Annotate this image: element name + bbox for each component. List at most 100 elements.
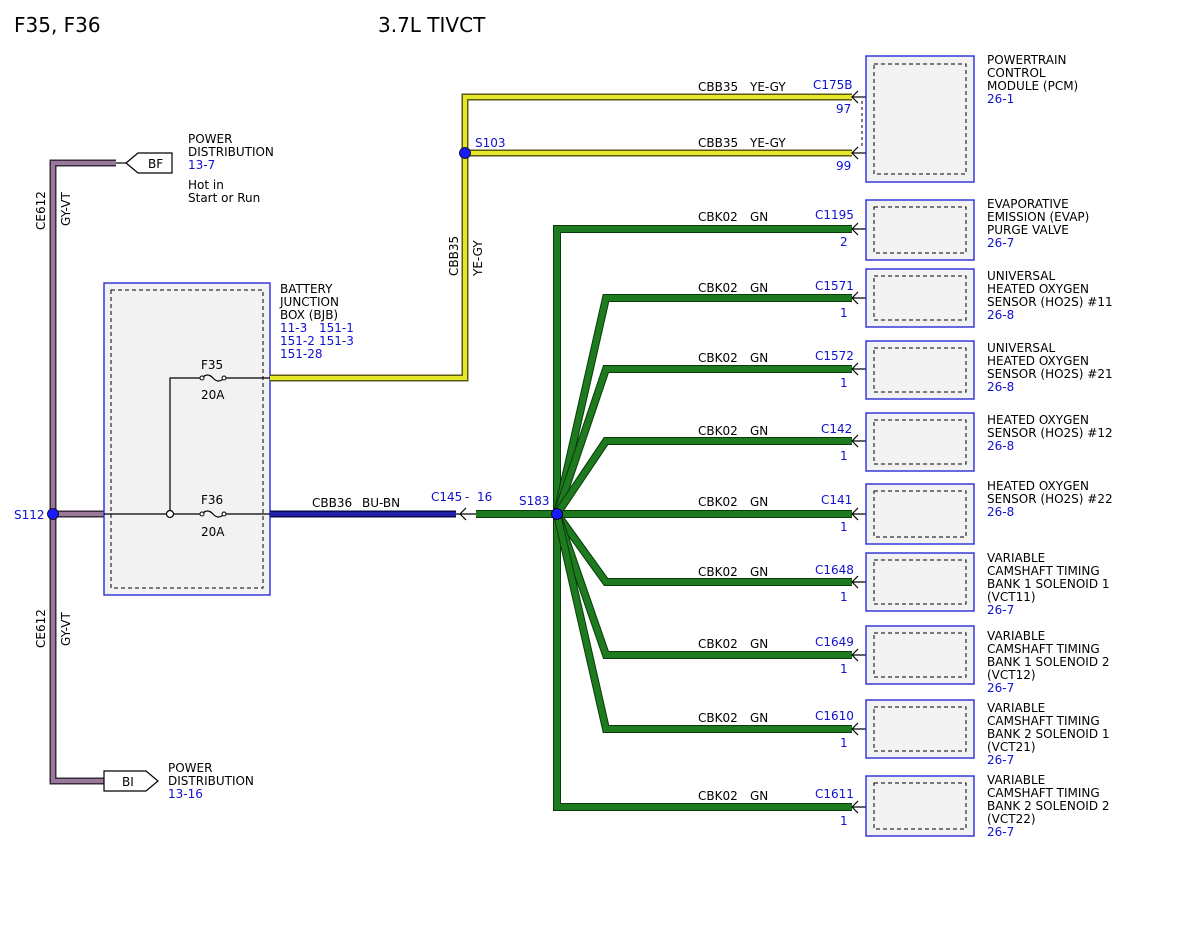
pcm-terminal-arrows [851,90,866,160]
gn-wire-pin: 2 [840,235,848,249]
component-ref: 26-8 [987,505,1014,519]
gn-wire [554,513,852,732]
gn-wire-circuit: CBK02 [698,281,738,295]
component-label-1: VARIABLE [987,701,1045,715]
gn-wire-circuit: CBK02 [698,351,738,365]
gn-wire-outline [553,514,852,811]
bjb-ref-2b: 151-3 [319,334,354,348]
gn-wire-connector: C1571 [815,279,854,293]
gn-branch-1: CBK02 GN C1195 2 EVAPORATIVE EMISSION (E… [698,197,1089,261]
gn-wire [554,438,852,516]
gn-wire-circuit: CBK02 [698,424,738,438]
pcm-wire-1-circuit: CBB35 [698,80,738,94]
gn-wire-connector: C1610 [815,709,854,723]
gn-wire-pin: 1 [840,590,848,604]
c145-connector [456,507,476,521]
ce612-top-color: GY-VT [59,192,73,226]
component-label-2: CAMSHAFT TIMING [987,714,1100,728]
ye-gy-wire [270,93,852,382]
c145-connector-label: C145 [431,490,462,504]
fuse-f36-name: F36 [201,493,223,507]
gn-wire-connector: C1649 [815,635,854,649]
gn-wire-pin: 1 [840,736,848,750]
component-label-1: VARIABLE [987,551,1045,565]
bi-distribution-label: DISTRIBUTION [168,774,254,788]
component-label-4: (VCT21) [987,740,1036,754]
pcm-wire-1-connector: C175B [813,78,853,92]
pcm-label-1: POWERTRAIN [987,53,1067,67]
component-label-2: CAMSHAFT TIMING [987,642,1100,656]
gn-wire [554,295,852,515]
component-label-1: VARIABLE [987,629,1045,643]
bf-power-label: POWER [188,132,232,146]
gn-branch-6: CBK02 GN C1648 1 VARIABLE CAMSHAFT TIMIN… [698,551,1110,617]
bf-distribution-label: DISTRIBUTION [188,145,274,159]
component-ref: 26-7 [987,603,1014,617]
engine-title: 3.7L TIVCT [378,13,486,37]
gn-wire-pin: 1 [840,449,848,463]
pcm-ref: 26-1 [987,92,1014,106]
gn-branch-2: CBK02 GN C1571 1 UNIVERSAL HEATED OXYGEN… [698,268,1113,328]
bjb-internal-wiring [104,377,270,519]
bf-ref: 13-7 [188,158,215,172]
component-ref: 26-8 [987,380,1014,394]
component-label-3: SENSOR (HO2S) #21 [987,367,1113,381]
gn-wire-connector: C1195 [815,208,854,222]
component-label-2: HEATED OXYGEN [987,354,1089,368]
gn-wire [554,513,852,658]
component-ref: 26-8 [987,439,1014,453]
ce612-bottom-color: GY-VT [59,612,73,646]
component-label-3: PURGE VALVE [987,223,1069,237]
gn-branch-3: CBK02 GN C1572 1 UNIVERSAL HEATED OXYGEN… [698,340,1113,400]
c145-dash: - [465,490,469,504]
gn-branch-5: CBK02 GN C141 1 HEATED OXYGEN SENSOR (HO… [698,479,1113,545]
gn-wire-pin: 1 [840,306,848,320]
pcm-wire-1-color: YE-GY [749,80,786,94]
fuse-f36-rating: 20A [201,525,225,539]
gn-wire-circuit: CBK02 [698,210,738,224]
bjb-ref-3: 151-28 [280,347,323,361]
bi-power-label: POWER [168,761,212,775]
component-label-4: (VCT11) [987,590,1036,604]
bf-tag: BF [148,157,163,171]
component-label-1: UNIVERSAL [987,341,1055,355]
bjb-box [103,282,271,596]
pcm-wire-1-pin: 97 [836,102,851,116]
component-label-2: HEATED OXYGEN [987,282,1089,296]
component-label-1: UNIVERSAL [987,269,1055,283]
component-label-1: HEATED OXYGEN [987,413,1089,427]
component-ref: 26-7 [987,753,1014,767]
component-ref: 26-7 [987,825,1014,839]
ce612-top-circuit: CE612 [34,191,48,230]
cbb35-vertical-circuit: CBB35 [447,236,461,276]
gn-wire-harness [476,225,852,811]
bf-note-2: Start or Run [188,191,260,205]
gn-wire-pin: 1 [840,520,848,534]
s103-splice [459,147,471,159]
pcm-label-2: CONTROL [987,66,1046,80]
fuse-f36 [199,510,227,518]
fuse-f35-name: F35 [201,358,223,372]
gn-wire-circuit: CBK02 [698,789,738,803]
component-label-2: CAMSHAFT TIMING [987,564,1100,578]
component-ref: 26-7 [987,236,1014,250]
gn-wire-connector: C141 [821,493,852,507]
gn-wire-connector: C1611 [815,787,854,801]
bf-note-1: Hot in [188,178,224,192]
gn-wire [554,514,852,810]
component-ref: 26-8 [987,308,1014,322]
pcm-wire-2-pin: 99 [836,159,851,173]
component-label-3: BANK 1 SOLENOID 1 [987,577,1110,591]
gy-vt-wire [49,159,116,785]
gn-branch-7: CBK02 GN C1649 1 VARIABLE CAMSHAFT TIMIN… [698,625,1110,695]
component-label-2: EMISSION (EVAP) [987,210,1089,224]
component-label-1: HEATED OXYGEN [987,479,1089,493]
s183-splice [551,508,563,520]
fuse-f35-rating: 20A [201,388,225,402]
gn-wire-circuit: CBK02 [698,565,738,579]
ce612-bottom-circuit: CE612 [34,609,48,648]
gn-wire-color: GN [750,495,768,509]
gn-wire-circuit: CBK02 [698,495,738,509]
pcm-wire-2-circuit: CBB35 [698,136,738,150]
fuse-title: F35, F36 [14,13,101,37]
